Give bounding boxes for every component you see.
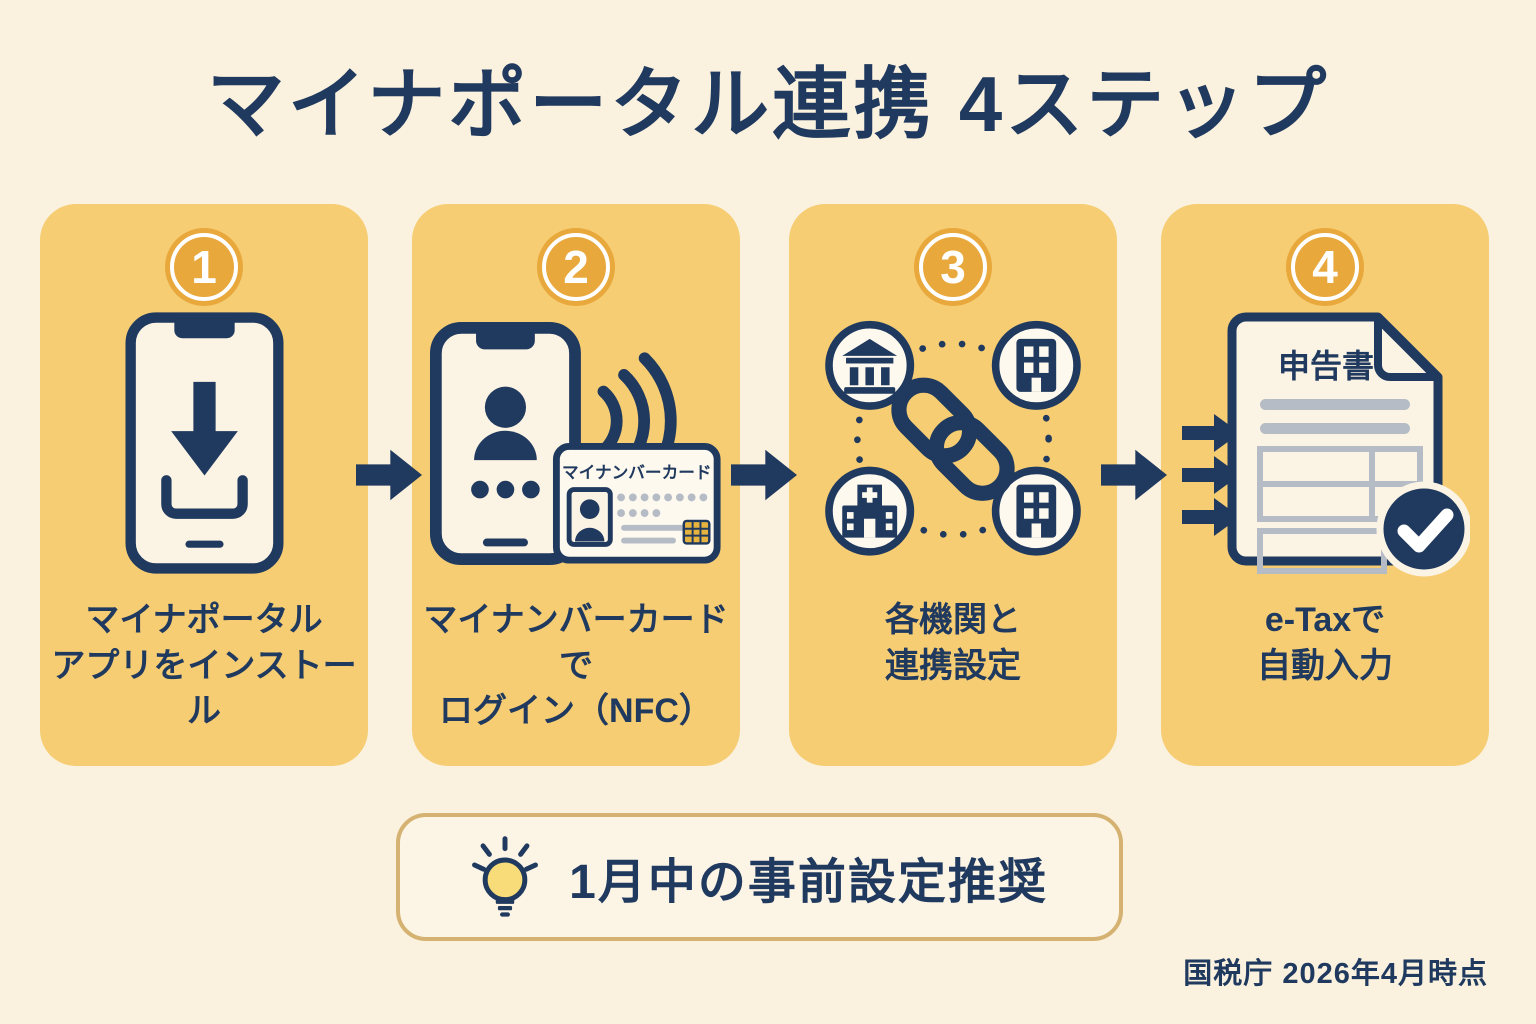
step-icon-zone — [789, 300, 1117, 586]
id-photo-person-icon — [575, 498, 605, 541]
step-card-4: 4 申告書 — [1161, 204, 1489, 766]
ic-chip-icon — [682, 519, 711, 545]
step-number: 1 — [191, 241, 217, 293]
document-title: 申告書 — [1278, 348, 1374, 384]
step-caption: マイナポータル アプリをインストール — [40, 598, 368, 735]
data-input-arrows-icon — [1182, 414, 1240, 536]
bank-node — [825, 320, 915, 410]
caption-line: 連携設定 — [885, 646, 1021, 685]
hospital-node — [825, 466, 915, 556]
note-box: 1月中の事前設定推奨 — [396, 813, 1123, 941]
caption-line: アプリをインストール — [51, 646, 357, 731]
step-card-1: 1 マイナポータル アプリをインストール — [40, 204, 368, 766]
step-number-badge: 2 — [537, 228, 615, 306]
step-caption: 各機関と 連携設定 — [789, 598, 1117, 689]
check-icon — [1376, 481, 1470, 577]
id-text-lines — [621, 524, 690, 543]
caption-line: e-Taxで — [1264, 601, 1386, 639]
caption-line: 自動入力 — [1257, 646, 1393, 685]
office-building-icon — [1016, 338, 1057, 392]
download-tray — [160, 475, 248, 519]
download-arrow-icon — [170, 381, 238, 476]
phone-home-bar — [184, 540, 224, 548]
page-title: マイナポータル連携 4ステップ — [206, 60, 1330, 148]
badge-ring — [919, 233, 987, 301]
note-text: 1月中の事前設定推奨 — [569, 856, 1048, 909]
mynumber-card-icon: マイナンバーカード — [552, 442, 721, 564]
agencies-chain-link-icon — [825, 320, 1081, 556]
tax-return-document-check-icon: 申告書 — [1182, 312, 1470, 577]
bank-icon — [842, 338, 898, 394]
step-icon-zone: マイナンバーカード — [412, 300, 740, 586]
step-card-2: 2 — [412, 204, 740, 766]
mynumber-card-label: マイナンバーカード — [562, 462, 712, 481]
step-caption: e-Taxで 自動入力 — [1161, 598, 1489, 689]
badge-ring — [1291, 233, 1359, 301]
phone-notch — [173, 318, 235, 339]
user-avatar-icon — [471, 386, 540, 498]
caption-line: マイナポータル — [85, 601, 323, 639]
phone-download-icon — [125, 312, 283, 574]
document-text-lines — [1260, 399, 1410, 434]
phone-nfc-mynumber-card-icon: マイナンバーカード — [429, 321, 721, 565]
office-building-icon — [1016, 484, 1057, 538]
step-number-badge: 4 — [1286, 228, 1364, 306]
chain-link-icon — [891, 377, 1015, 501]
step-icon-zone — [40, 300, 368, 586]
id-number-dots — [617, 492, 708, 517]
flow-arrow-icon — [731, 449, 797, 501]
tax-document: 申告書 — [1227, 312, 1470, 577]
badge-ring — [542, 233, 610, 301]
caption-line: マイナンバーカードで — [423, 601, 729, 685]
step-number: 2 — [563, 241, 589, 293]
badge-ring — [170, 233, 238, 301]
step-number-badge: 3 — [914, 228, 992, 306]
hospital-icon — [842, 484, 898, 538]
step-number-badge: 1 — [165, 228, 243, 306]
caption-line: ログイン（NFC） — [439, 692, 713, 731]
caption-line: 各機関と — [885, 601, 1021, 639]
folded-corner — [1374, 315, 1440, 381]
step-card-3: 3 — [789, 204, 1117, 766]
step-caption: マイナンバーカードで ログイン（NFC） — [412, 598, 740, 735]
footer-note: 国税庁 2026年4月時点 — [1183, 958, 1488, 990]
dotted-ring — [854, 340, 1052, 539]
step-number: 4 — [1312, 241, 1338, 293]
phone-home-bar — [482, 538, 528, 546]
step-number: 3 — [940, 241, 966, 293]
office-node — [991, 320, 1081, 410]
step-icon-zone: 申告書 — [1161, 300, 1489, 586]
office-node-2 — [991, 466, 1081, 556]
lightbulb-icon — [472, 836, 539, 917]
phone-notch — [476, 328, 535, 349]
